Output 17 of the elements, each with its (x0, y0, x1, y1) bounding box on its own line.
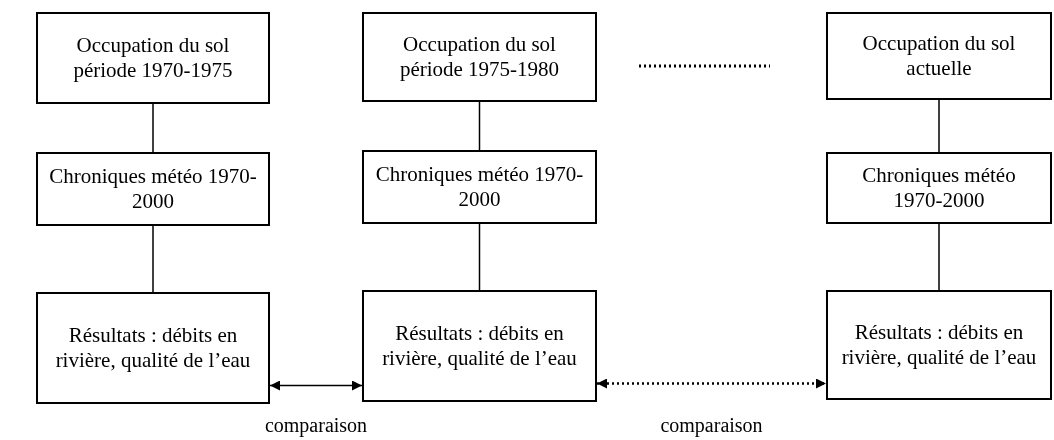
connector-line (152, 103, 154, 153)
connector-line (938, 223, 940, 291)
process-box: Résultats : débits en rivière, qualité de l’eau (36, 292, 270, 404)
process-box: Résultats : débits en rivière, qualité de l’eau (826, 290, 1052, 400)
connector-line (478, 101, 481, 151)
double-arrow (597, 378, 826, 389)
process-box: Chroniques météo 1970-2000 (362, 150, 597, 224)
process-box: Résultats : débits en rivière, qualité de l’eau (362, 290, 597, 402)
process-box: Occupation du sol période 1975-1980 (362, 12, 597, 102)
process-box: Occupation du sol actuelle (826, 12, 1052, 100)
process-box: Chroniques météo 1970-2000 (826, 152, 1052, 224)
connector-line (478, 223, 481, 291)
double-arrow (269, 380, 363, 391)
process-box: Occupation du sol période 1970-1975 (36, 12, 270, 104)
process-box: Chroniques météo 1970-2000 (36, 152, 270, 226)
connector-line (152, 225, 154, 293)
connector-line (938, 99, 940, 153)
